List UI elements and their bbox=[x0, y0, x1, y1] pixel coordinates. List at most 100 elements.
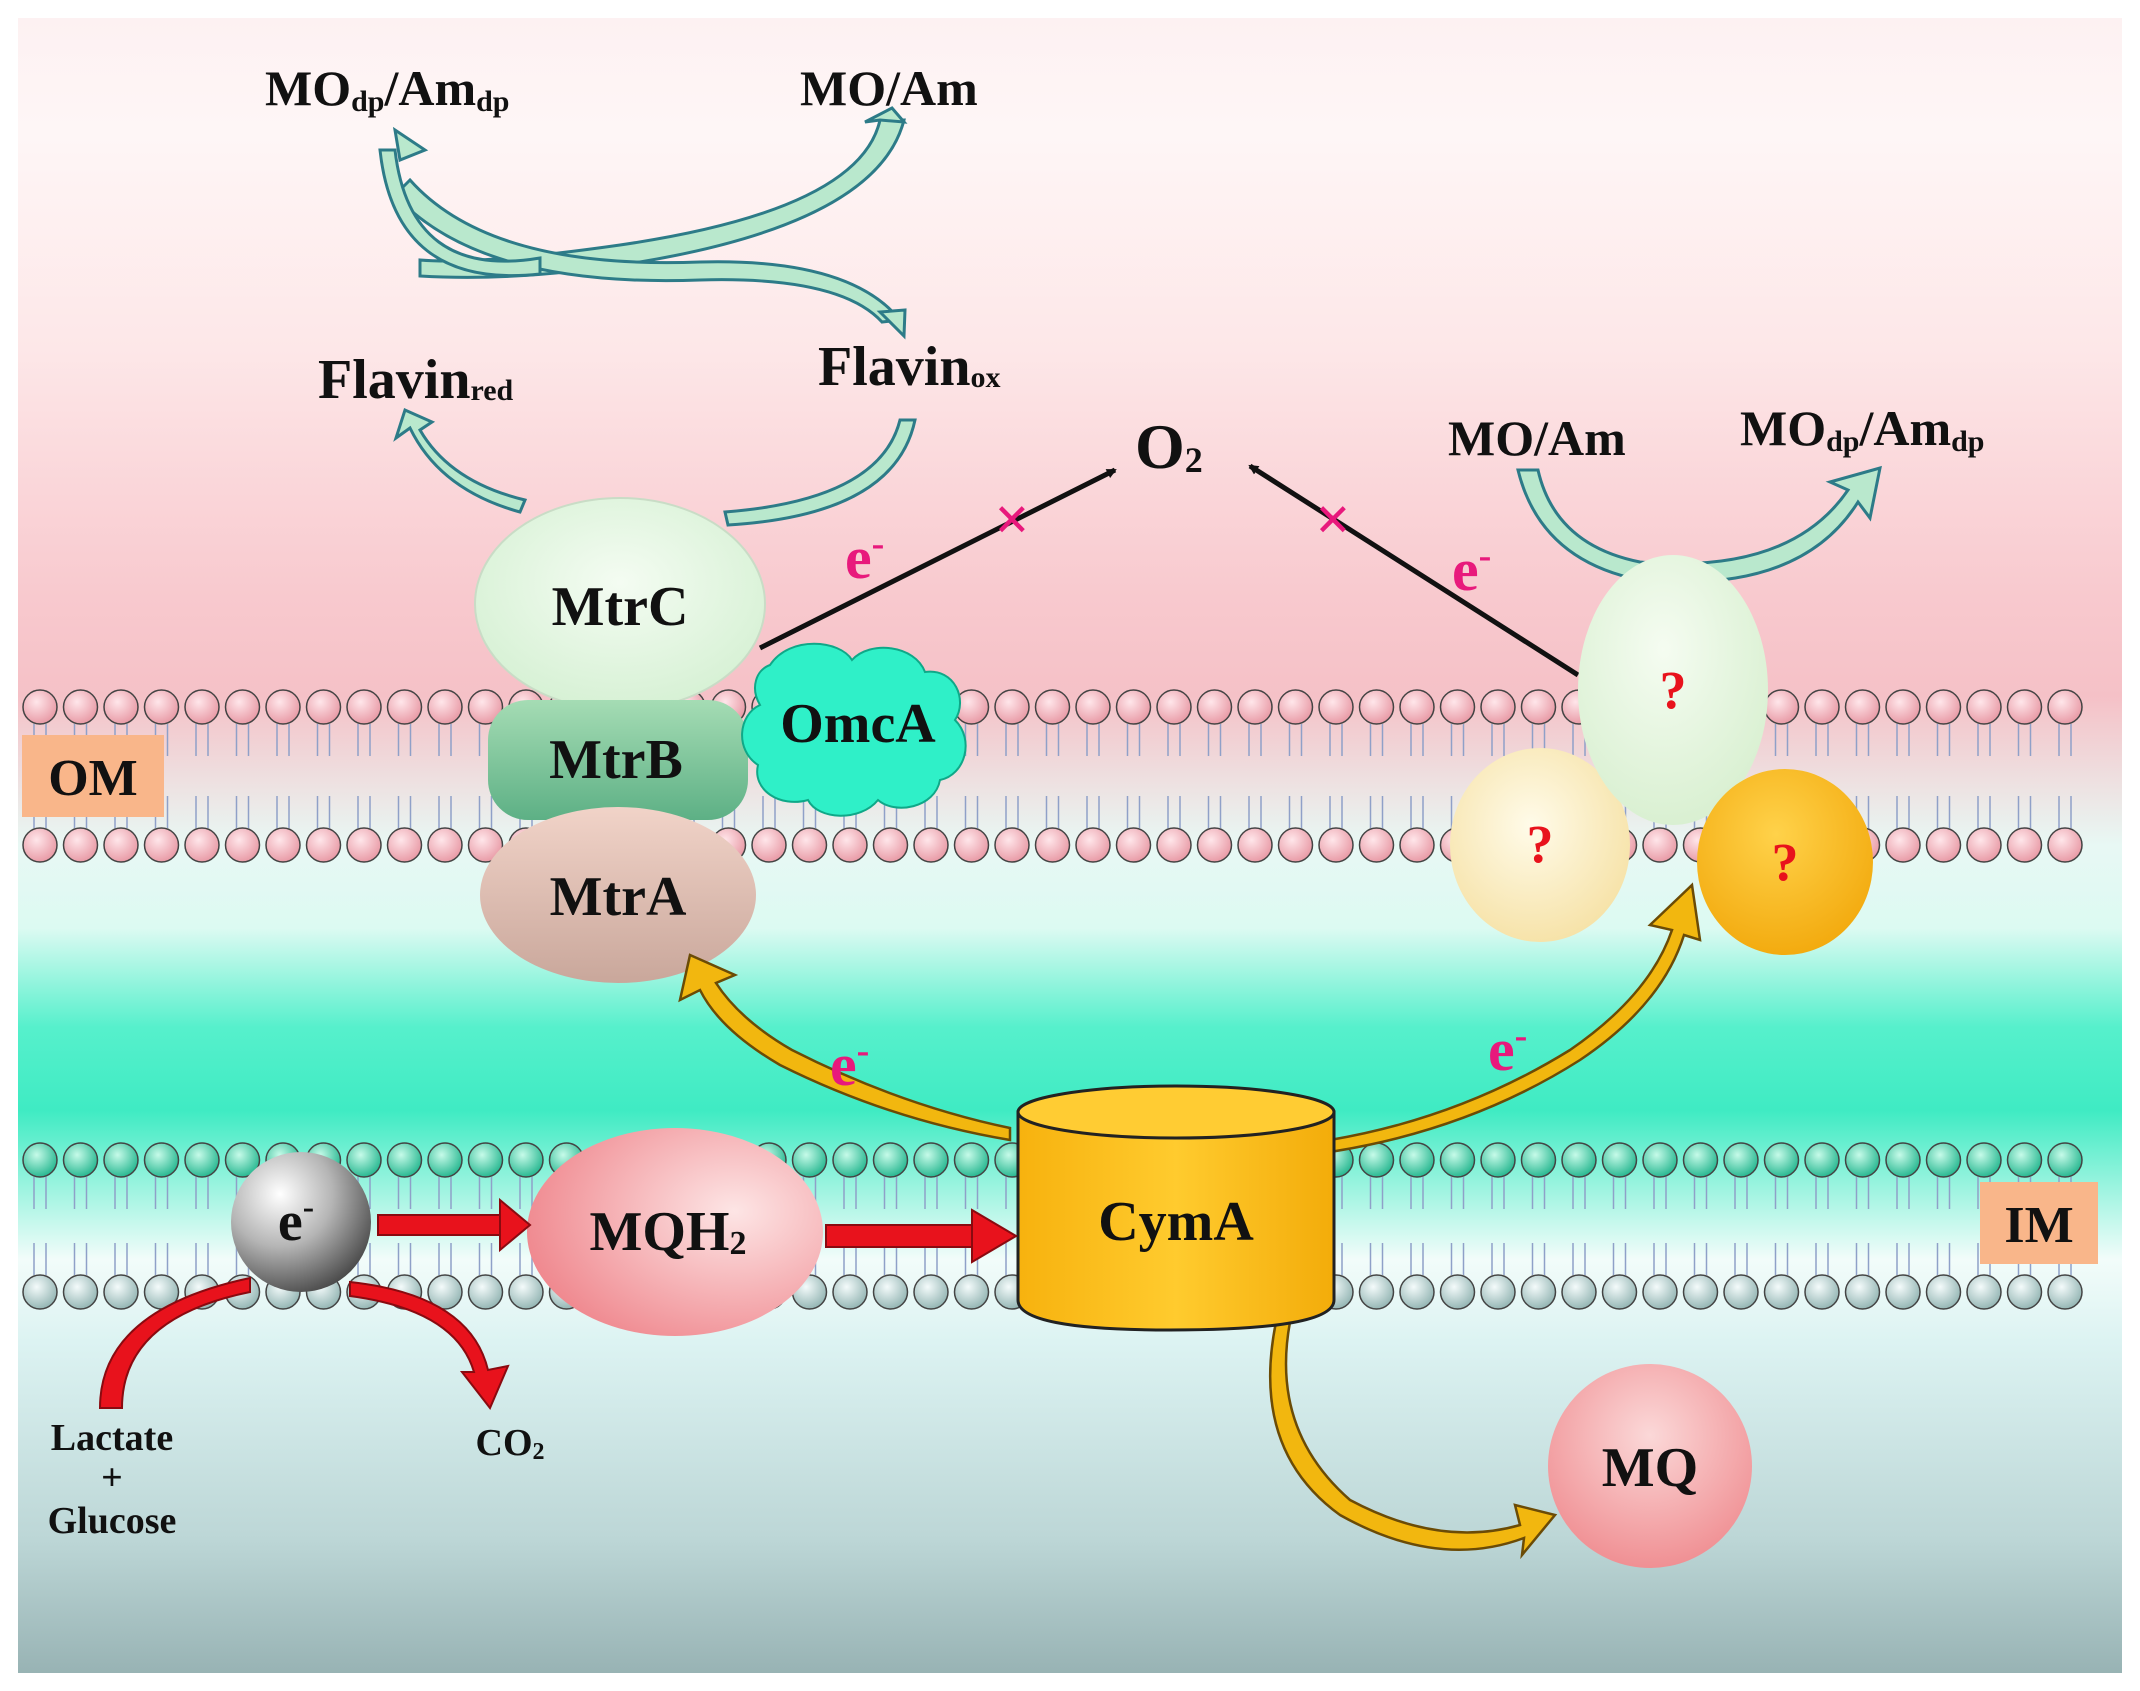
lipid-head bbox=[1682, 1142, 1719, 1178]
arrow-cyma-to-mtra bbox=[678, 953, 1012, 1142]
lipid-head bbox=[1439, 1274, 1476, 1310]
lipid-head bbox=[1277, 689, 1314, 725]
lipid-head bbox=[872, 1274, 909, 1310]
arrow-mqh2-to-cyma-shaft bbox=[825, 1224, 977, 1248]
cycle-arrow-mtrc-to-flavinred bbox=[393, 407, 528, 514]
lipid-head bbox=[1358, 689, 1395, 725]
unknown-protein-orange bbox=[1697, 769, 1873, 955]
lipid-head bbox=[62, 827, 99, 863]
lipid-head bbox=[1358, 1142, 1395, 1178]
lipid-head bbox=[1601, 1274, 1638, 1310]
lipid-head bbox=[791, 827, 828, 863]
cycle-arrow-head-1 bbox=[864, 106, 908, 124]
unknown-protein-green bbox=[1578, 555, 1768, 825]
lipid-head bbox=[1682, 1274, 1719, 1310]
lipid-head bbox=[265, 827, 301, 863]
arrow-electron-to-mqh2-head bbox=[499, 1197, 532, 1253]
lipid-head bbox=[872, 1142, 909, 1178]
mtra-protein bbox=[480, 807, 756, 983]
lipid-head bbox=[1480, 1142, 1516, 1178]
lipid-head bbox=[1804, 1274, 1840, 1310]
lipid-head bbox=[1561, 1142, 1597, 1178]
lipid-head bbox=[832, 1142, 868, 1178]
mo-am-cycle-arrows bbox=[378, 106, 917, 527]
label-plus: + bbox=[101, 1457, 123, 1499]
arrow-cyma-to-unknown bbox=[1328, 882, 1702, 1154]
unknown-label-green: ? bbox=[1660, 660, 1687, 720]
lipid-head bbox=[1399, 1142, 1435, 1178]
lipid-head bbox=[184, 1142, 220, 1178]
electron-ball-label: e- bbox=[278, 1189, 314, 1253]
lipid-head bbox=[1885, 689, 1921, 725]
lipid-head bbox=[427, 1274, 463, 1310]
lipid-head bbox=[386, 1142, 423, 1178]
arrow-cyma-to-mq bbox=[1269, 1320, 1558, 1560]
lipid-head bbox=[2006, 689, 2043, 725]
lipid-head bbox=[346, 689, 382, 725]
lipid-head bbox=[1520, 1274, 1557, 1310]
lipid-head bbox=[1399, 827, 1435, 863]
arrow-electron-to-mqh2-shaft bbox=[377, 1214, 504, 1236]
lipid-head bbox=[427, 689, 463, 725]
lipid-head bbox=[427, 827, 463, 863]
lipid-head bbox=[2047, 1142, 2083, 1178]
lipid-head bbox=[913, 1274, 949, 1310]
mqh2-label: MQH2 bbox=[590, 1201, 747, 1263]
im-label-box bbox=[1980, 1182, 2098, 1264]
lipid-head bbox=[1723, 1274, 1759, 1310]
lipid-head bbox=[1196, 689, 1233, 725]
lipid-head bbox=[1844, 1142, 1881, 1178]
cyma-electron-arrows bbox=[678, 882, 1702, 1560]
lipid-head bbox=[1034, 827, 1071, 863]
mtra-label: MtrA bbox=[550, 866, 687, 928]
lipid-head bbox=[184, 689, 220, 725]
electron-label-mtrc: e- bbox=[845, 523, 884, 591]
lipid-head bbox=[508, 1142, 544, 1178]
right-mo-am-arrow bbox=[1516, 465, 1882, 584]
lipid-head bbox=[913, 827, 949, 863]
lipid-head bbox=[1115, 689, 1152, 725]
lipid-head bbox=[224, 689, 261, 725]
arrow-unknown-to-o2 bbox=[1248, 463, 1580, 678]
lipid-head bbox=[1763, 1142, 1800, 1178]
lipid-head bbox=[791, 1142, 828, 1178]
lipid-head bbox=[994, 689, 1030, 725]
lipid-head bbox=[953, 827, 990, 863]
unknown-protein-cream bbox=[1450, 748, 1630, 942]
lipid-head bbox=[305, 827, 342, 863]
im-label: IM bbox=[2004, 1197, 2073, 1254]
lipid-head bbox=[751, 827, 787, 863]
lipid-head bbox=[1196, 827, 1233, 863]
lipid-head bbox=[2047, 1274, 2083, 1310]
lipid-head bbox=[143, 1142, 180, 1178]
arrow-lactate-to-electron bbox=[98, 1276, 251, 1409]
lipid-head bbox=[1399, 1274, 1435, 1310]
lipid-head bbox=[1966, 1142, 2002, 1178]
lipid-head bbox=[224, 827, 261, 863]
lipid-head bbox=[1520, 1142, 1557, 1178]
electron-label-unknown-lower: e- bbox=[1488, 1015, 1527, 1083]
mtrb-protein bbox=[488, 700, 748, 820]
lipid-head bbox=[22, 1142, 58, 1178]
mq-label: MQ bbox=[1602, 1437, 1698, 1499]
electron-ball bbox=[231, 1152, 371, 1292]
label-co2: CO2 bbox=[476, 1422, 545, 1465]
lipid-head bbox=[2006, 1274, 2043, 1310]
lipid-head bbox=[1763, 689, 1800, 725]
lipid-head bbox=[508, 1274, 544, 1310]
omca-label: OmcA bbox=[780, 693, 936, 755]
lipid-head bbox=[1925, 1142, 1962, 1178]
lipid-head bbox=[467, 827, 504, 863]
arrow-mtrc-to-o2 bbox=[758, 467, 1117, 651]
lipid-head bbox=[143, 827, 180, 863]
lipid-head bbox=[1358, 827, 1395, 863]
lipid-head bbox=[467, 1274, 504, 1310]
lipid-head bbox=[953, 1142, 990, 1178]
arrow-electron-to-co2 bbox=[349, 1280, 510, 1410]
red-flow-arrows bbox=[98, 1197, 1018, 1410]
lipid-head bbox=[103, 827, 139, 863]
lipid-head bbox=[1885, 827, 1921, 863]
lipid-head bbox=[994, 827, 1030, 863]
label-mo-am-top: MO/Am bbox=[800, 60, 978, 116]
